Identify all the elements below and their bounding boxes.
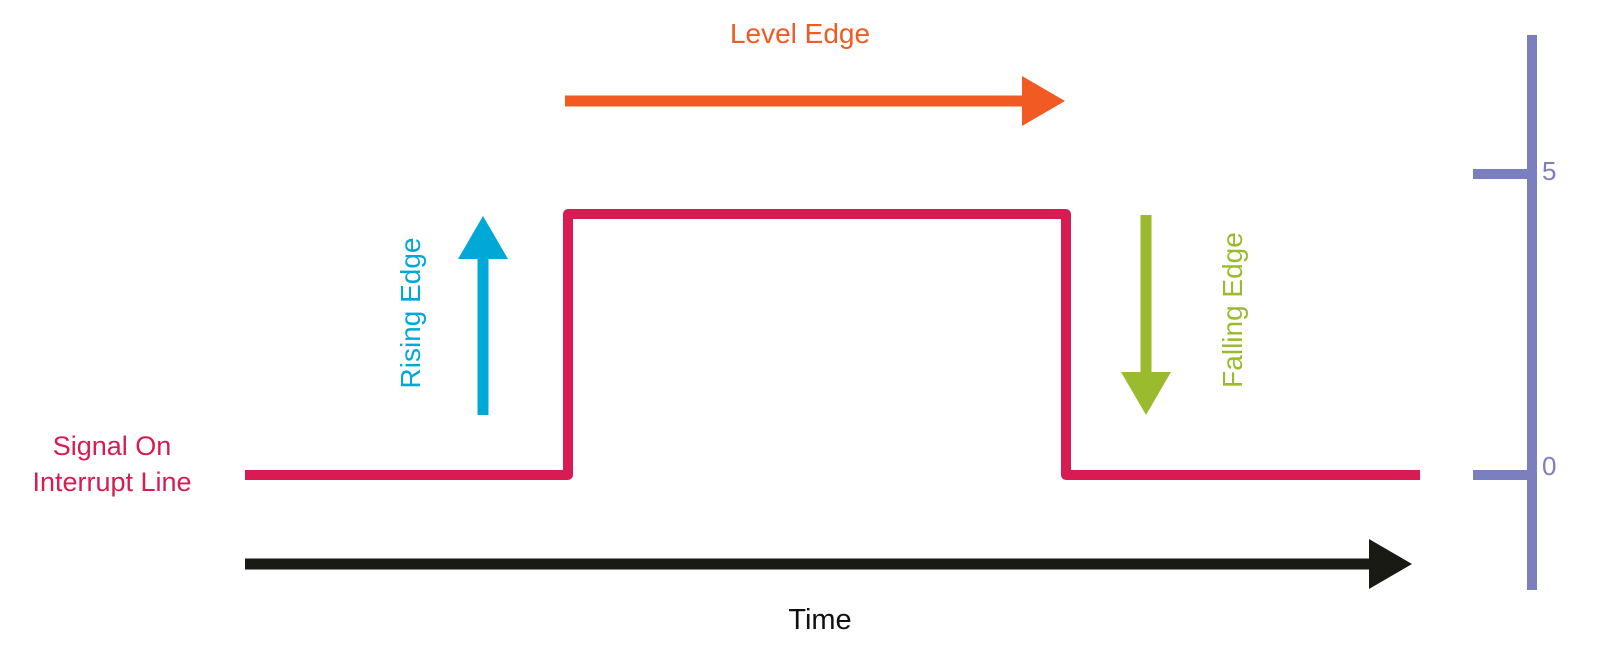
signal-waveform — [245, 209, 1420, 480]
scale-tick-label-5: 5 — [1542, 156, 1557, 186]
falling-edge-arrow — [1121, 215, 1171, 415]
signal-label-line2: Interrupt Line — [32, 467, 192, 497]
scale-tick-label-0: 0 — [1542, 451, 1557, 481]
level-edge-arrow — [565, 76, 1065, 126]
level-edge-label: Level Edge — [729, 18, 871, 49]
signal-label-line1: Signal On — [52, 431, 172, 461]
rising-edge-label: Rising Edge — [395, 237, 426, 389]
voltage-scale — [1473, 35, 1537, 590]
signal-label: Signal On Interrupt Line — [12, 428, 212, 500]
falling-edge-label: Falling Edge — [1217, 232, 1248, 388]
rising-edge-arrow — [458, 216, 508, 415]
time-axis-label: Time — [788, 604, 852, 636]
time-axis-arrow — [245, 539, 1412, 589]
